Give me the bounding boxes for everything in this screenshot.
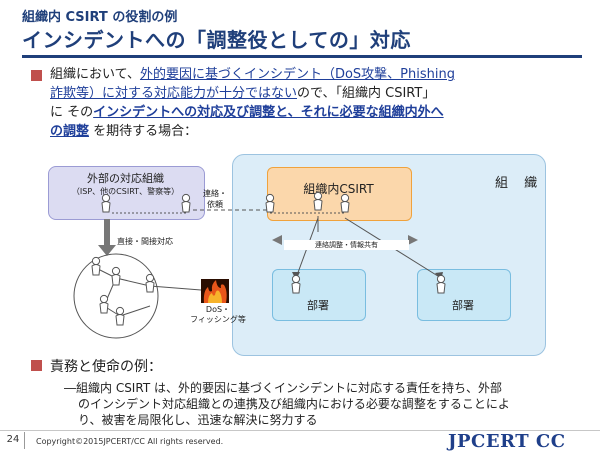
duties-line-3: り、被害を局限化し、迅速な解決に努力する	[78, 413, 318, 427]
person-icon	[91, 256, 101, 276]
department-box-right	[417, 269, 511, 321]
coordination-label-bg	[284, 240, 409, 250]
external-org-box	[48, 166, 205, 220]
page-divider	[24, 432, 25, 449]
square-bullet-icon	[31, 360, 42, 371]
intro-text: ので、「組織内 CSIRT」	[297, 86, 436, 101]
person-icon	[115, 306, 125, 326]
jpcert-logo: JPCERT CC	[448, 431, 566, 452]
slide-title: インシデントへの「調整役としての」対応	[22, 28, 411, 52]
intro-emphasis: の調整	[50, 124, 90, 139]
page-number: 24	[6, 434, 20, 445]
person-icon	[99, 294, 109, 314]
dos-label: DoS・ フィッシング等	[190, 305, 246, 324]
external-org-label: 外部の対応組織	[87, 172, 164, 185]
contact-label: 連絡・ 依頼	[203, 189, 227, 209]
copyright: Copyright©2015JPCERT/CC All rights reser…	[36, 437, 224, 446]
person-icon	[101, 193, 111, 213]
intro-underlined: 外的要因に基づくインシデント（DoS攻撃、Phishing	[139, 67, 455, 82]
duties-line-1: ―組織内 CSIRT は、外的要因に基づくインシデントに対応する責任を持ち、外部	[64, 381, 502, 395]
external-org-detail: （ISP、他のCSIRT、警察等）	[71, 187, 180, 196]
intro-line-2: 詐欺等）に対する対応能力が十分ではないので、「組織内 CSIRT」	[50, 85, 435, 103]
intro-text: に その	[50, 105, 94, 120]
department-label-right: 部署	[452, 299, 474, 312]
person-icon	[111, 266, 121, 286]
csirt-box	[267, 167, 412, 221]
title-underline	[22, 55, 582, 58]
direct-arrow-head	[98, 245, 116, 256]
fire-icon	[201, 279, 229, 303]
direct-arrow-shaft	[104, 219, 110, 247]
person-icon	[313, 191, 323, 211]
duties-heading: 責務と使命の例：	[50, 359, 162, 375]
department-label-left: 部署	[307, 299, 329, 312]
intro-line-3: に そのインシデントへの対応及び調整と、それに必要な組織内外へ	[50, 104, 444, 122]
coordination-label: 連絡調整・情報共有	[315, 241, 378, 249]
slide-subtitle: 組織内 CSIRT の役割の例	[22, 10, 178, 25]
arrow-right-coord	[408, 235, 418, 245]
direct-response-label: 直接・間接対応	[117, 237, 173, 246]
person-icon	[291, 274, 301, 294]
csirt-label: 組織内CSIRT	[303, 182, 374, 196]
person-icon	[145, 273, 155, 293]
footer-rule	[0, 430, 600, 431]
department-box-left	[272, 269, 366, 321]
intro-text: を期待する場合：	[89, 124, 198, 139]
person-icon	[340, 193, 350, 213]
organization-label: 組 織	[495, 176, 544, 191]
footer	[0, 431, 600, 451]
person-icon	[436, 274, 446, 294]
intro-line-4: の調整 を期待する場合：	[50, 123, 197, 141]
intro-emphasis: インシデントへの対応及び調整と、それに必要な組織内外へ	[93, 105, 444, 120]
intro-line-1: 組織において、外的要因に基づくインシデント（DoS攻撃、Phishing	[50, 66, 455, 84]
person-icon	[181, 193, 191, 213]
duties-line-2: のインシデント対応組織との連携及び組織内における必要な調整をすることによ	[78, 397, 510, 411]
intro-text: 組織において、	[50, 67, 140, 82]
intro-underlined: 詐欺等）に対する対応能力が十分ではない	[50, 86, 298, 101]
square-bullet-icon	[31, 70, 42, 81]
incident-circle	[73, 253, 159, 339]
person-icon	[265, 193, 275, 213]
arrow-left-coord	[272, 235, 282, 245]
